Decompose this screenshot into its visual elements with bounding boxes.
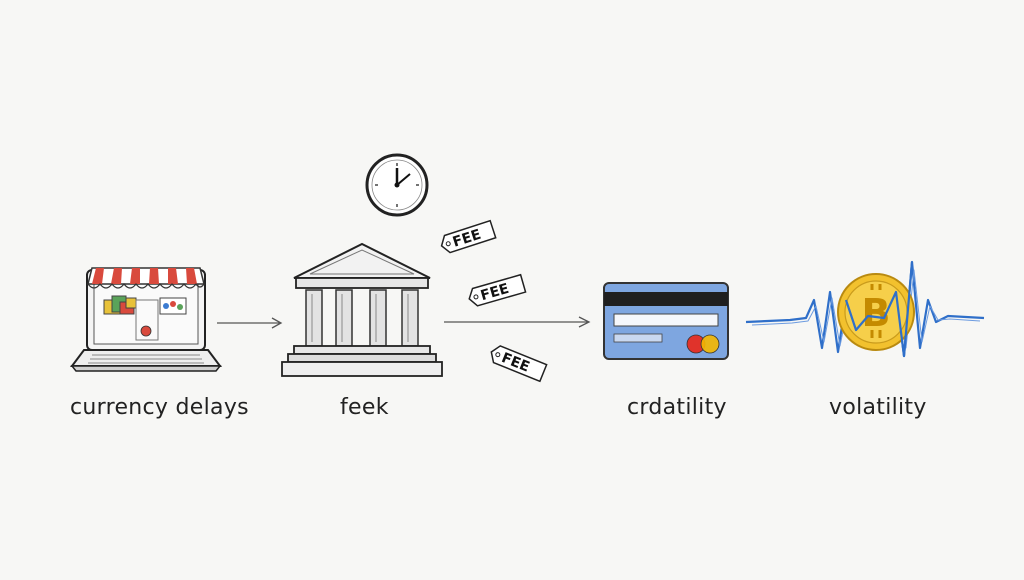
volatility-wave-overlay <box>844 261 914 358</box>
credit-card-icon <box>603 282 729 360</box>
shop-laptop-icon <box>70 267 222 372</box>
bank-icon <box>281 242 443 377</box>
label-currency-delays: currency delays <box>70 395 249 420</box>
label-volatility: volatility <box>829 395 927 420</box>
fee-tag-label: FEE <box>479 281 511 304</box>
label-feek: feek <box>340 395 389 420</box>
label-crdatility: crdatility <box>627 395 727 420</box>
fee-tag-icon: FEE <box>468 273 527 307</box>
awning-icon <box>87 267 205 289</box>
arrow-2 <box>444 316 591 328</box>
clock-icon <box>365 153 429 217</box>
fee-tag-icon: FEE <box>440 219 497 254</box>
fee-tag-icon: FEE <box>490 345 548 383</box>
arrow-1 <box>217 317 283 329</box>
